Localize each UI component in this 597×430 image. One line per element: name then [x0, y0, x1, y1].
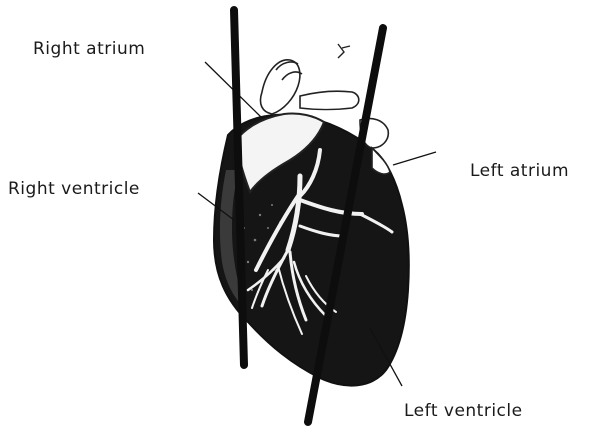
label-left-ventricle: Left ventricle: [404, 403, 523, 420]
label-right-atrium: Right atrium: [33, 41, 145, 58]
pointer-left-atrium: [393, 152, 436, 165]
top-mark: [338, 44, 350, 58]
left-rod: [234, 10, 244, 365]
label-left-atrium: Left atrium: [470, 163, 569, 180]
label-right-ventricle: Right ventricle: [8, 181, 140, 198]
